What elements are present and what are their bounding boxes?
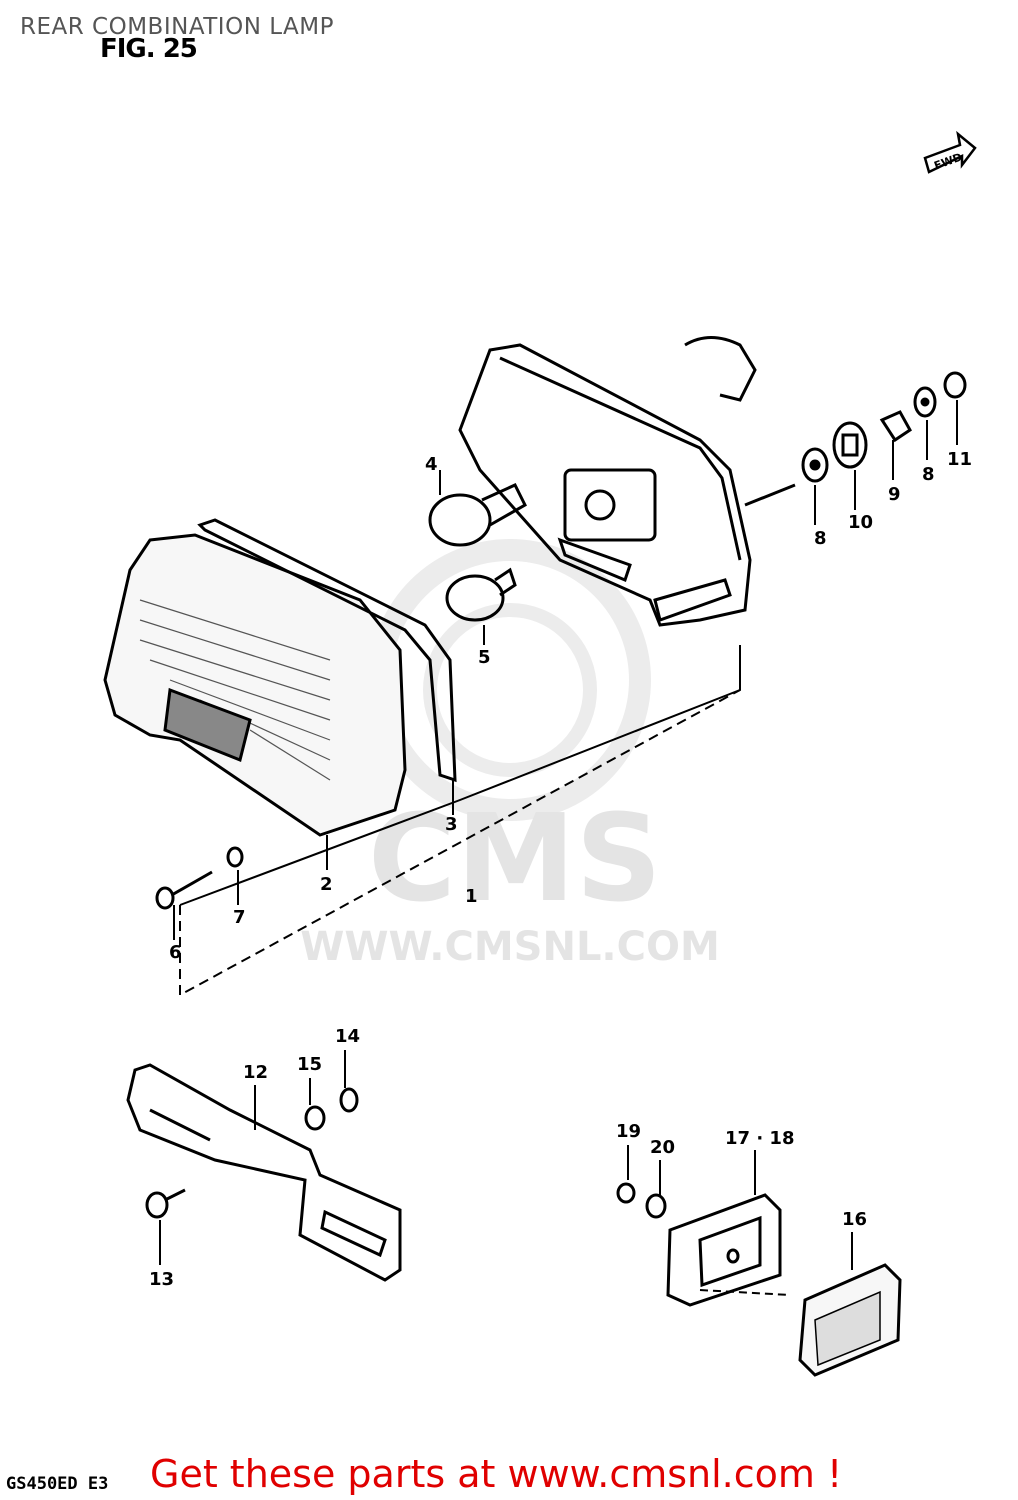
nut-14 xyxy=(339,1087,359,1113)
license-bracket xyxy=(126,1063,402,1282)
lamp-fasteners xyxy=(801,371,967,483)
callout-13: 13 xyxy=(149,1269,174,1290)
callout-17-18: 17 · 18 xyxy=(725,1128,794,1149)
callout-8-left: 8 xyxy=(814,528,827,549)
cta-link[interactable]: Get these parts at www.cmsnl.com ! xyxy=(150,1452,843,1496)
callout-numbers: 1 2 3 4 5 6 7 8 8 9 10 11 12 13 14 15 16… xyxy=(149,449,972,1290)
leader-lines xyxy=(173,400,958,997)
callout-11: 11 xyxy=(947,449,972,470)
nut-7 xyxy=(226,846,244,868)
model-code: GS450ED E3 xyxy=(6,1474,109,1494)
lamp-housing xyxy=(458,336,796,627)
gasket xyxy=(197,518,457,783)
screw-6 xyxy=(155,870,213,910)
callout-10: 10 xyxy=(848,512,873,533)
callout-1: 1 xyxy=(465,886,478,907)
page-title: REAR COMBINATION LAMP xyxy=(20,14,335,40)
bulb-4-icon xyxy=(428,483,527,547)
callout-12: 12 xyxy=(243,1062,268,1083)
callout-15: 15 xyxy=(297,1054,322,1075)
watermark-brand: CMS xyxy=(368,790,662,929)
lens xyxy=(103,533,407,837)
callout-6: 6 xyxy=(169,942,182,963)
callout-7: 7 xyxy=(233,907,246,928)
watermark-url: WWW.CMSNL.COM xyxy=(300,924,720,970)
bulb-5-icon xyxy=(445,567,517,622)
nut-19 xyxy=(616,1182,636,1204)
license-lens-16 xyxy=(798,1263,902,1377)
callout-8-right: 8 xyxy=(922,464,935,485)
callout-19: 19 xyxy=(616,1121,641,1142)
callout-9: 9 xyxy=(888,484,901,505)
callout-3: 3 xyxy=(445,814,458,835)
callout-5: 5 xyxy=(478,647,491,668)
callout-20: 20 xyxy=(650,1137,675,1158)
fwd-arrow-icon: FWD xyxy=(923,130,977,174)
license-lamp xyxy=(666,1193,782,1307)
callout-14: 14 xyxy=(335,1026,360,1047)
callout-16: 16 xyxy=(842,1209,867,1230)
bolt-13 xyxy=(145,1188,186,1219)
callout-2: 2 xyxy=(320,874,333,895)
figure-label: FIG. 25 xyxy=(100,34,198,64)
leader-lines-lower xyxy=(159,1050,853,1296)
washer-20 xyxy=(645,1193,667,1219)
callout-4: 4 xyxy=(425,454,438,475)
washer-15 xyxy=(304,1105,326,1131)
